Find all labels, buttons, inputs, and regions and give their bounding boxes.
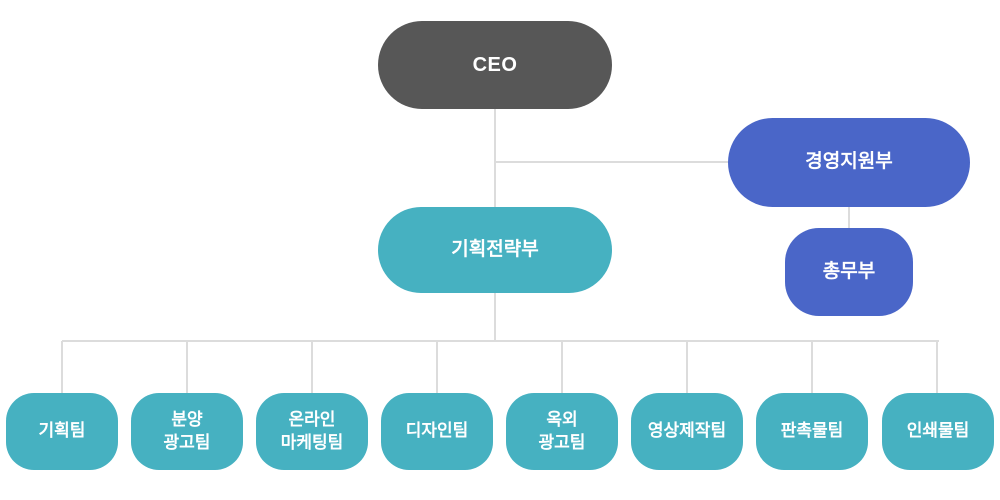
node-team-label: 옥외 광고팀 — [538, 410, 586, 452]
node-team-label: 인쇄물팀 — [906, 421, 970, 441]
connector-planning-to-teams — [494, 292, 496, 342]
connector-team-drop — [686, 341, 688, 393]
node-team-label: 기획팀 — [38, 421, 86, 441]
connector-teams-horizontal — [62, 340, 939, 342]
node-team-label: 판촉물팀 — [780, 421, 844, 441]
node-team-label: 분양 광고팀 — [163, 410, 211, 452]
connector-team-drop — [61, 341, 63, 393]
node-team-sales-advertising: 분양 광고팀 — [131, 393, 243, 470]
node-planning-strategy-dept-label: 기획전략부 — [451, 238, 539, 260]
connector-team-drop — [936, 341, 938, 393]
node-ceo-label: CEO — [472, 54, 518, 76]
node-ceo: CEO — [378, 21, 612, 109]
connector-ceo-to-planning — [494, 109, 496, 208]
node-general-affairs-dept: 총무부 — [785, 228, 913, 316]
connector-team-drop — [311, 341, 313, 393]
connector-team-drop — [561, 341, 563, 393]
connector-team-drop — [811, 341, 813, 393]
node-team-label: 온라인 마케팅팀 — [280, 410, 344, 452]
connector-team-drop — [186, 341, 188, 393]
node-team-printed-goods: 인쇄물팀 — [882, 393, 994, 470]
node-team-video-production: 영상제작팀 — [631, 393, 743, 470]
node-team-online-marketing: 온라인 마케팅팀 — [256, 393, 368, 470]
node-team-label: 영상제작팀 — [647, 421, 727, 441]
node-planning-strategy-dept: 기획전략부 — [378, 207, 612, 293]
node-general-affairs-dept-label: 총무부 — [822, 260, 876, 282]
node-team-planning: 기획팀 — [6, 393, 118, 470]
node-management-support-dept: 경영지원부 — [728, 118, 970, 207]
connector-branch-to-management — [494, 161, 730, 163]
node-management-support-dept-label: 경영지원부 — [805, 151, 893, 173]
node-team-label: 디자인팀 — [405, 421, 469, 441]
node-team-design: 디자인팀 — [381, 393, 493, 470]
node-team-promotional-goods: 판촉물팀 — [756, 393, 868, 470]
connector-team-drop — [436, 341, 438, 393]
connector-management-to-affairs — [848, 206, 850, 229]
node-team-outdoor-advertising: 옥외 광고팀 — [506, 393, 618, 470]
